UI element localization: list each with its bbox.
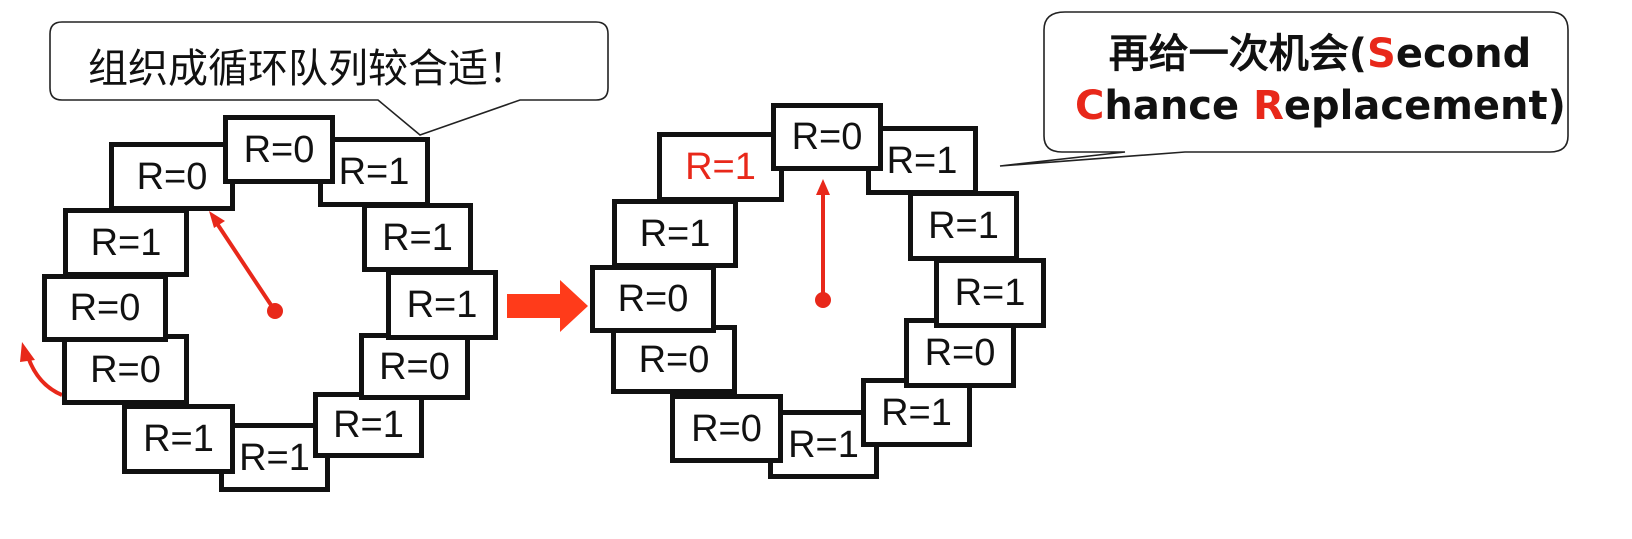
left-frame: R=0 [223, 115, 335, 184]
highlight-letter-r: R [1253, 83, 1284, 129]
right-frame: R=1 [934, 258, 1046, 328]
left-frame: R=1 [318, 137, 430, 207]
right-callout-line-1: 再给一次机会(Second [1075, 28, 1565, 80]
right-frame: R=0 [611, 325, 737, 394]
right-clock-hand-arrowhead [816, 179, 830, 195]
left-clock-hand [214, 220, 277, 313]
right-frame: R=1 [861, 378, 972, 447]
left-callout-text: 组织成循环队列较合适！ [88, 46, 528, 92]
right-frame-reset: R=1 [657, 132, 784, 202]
right-callout-line-2: Chance Replacement) [1075, 80, 1566, 132]
highlight-letter-s: S [1367, 31, 1396, 77]
left-advance-arrowhead [20, 342, 35, 362]
left-advance-arrow [26, 356, 63, 397]
left-callout-bubble [49, 21, 609, 136]
left-frame: R=1 [122, 404, 235, 474]
right-frame: R=0 [590, 265, 716, 333]
right-frame: R=0 [771, 103, 883, 171]
right-frame: R=1 [768, 410, 879, 479]
left-frame: R=1 [362, 203, 473, 272]
left-frame: R=0 [109, 142, 235, 211]
highlight-letter-c: C [1075, 83, 1105, 129]
right-frame: R=1 [908, 191, 1019, 261]
transition-arrow [507, 280, 588, 332]
left-frame: R=1 [219, 423, 330, 492]
right-callout-bubble [999, 11, 1569, 167]
right-frame: R=1 [612, 199, 738, 268]
left-frame: R=0 [359, 333, 470, 400]
callout-word-econd: econd [1395, 31, 1532, 77]
right-frame: R=0 [670, 394, 783, 463]
left-frame: R=1 [386, 270, 498, 340]
right-clock-center [815, 292, 831, 308]
callout-word-hance: hance [1104, 83, 1254, 129]
right-frame: R=1 [866, 126, 978, 195]
left-frame: R=0 [62, 334, 189, 405]
left-frame: R=1 [313, 392, 424, 458]
left-clock-hand-arrowhead [209, 211, 225, 228]
right-callout-text: 再给一次机会(Second Chance Replacement) [1075, 28, 1566, 132]
left-frame: R=0 [42, 274, 168, 342]
left-frame: R=1 [63, 208, 189, 277]
left-clock-center [267, 303, 283, 319]
callout-prefix: 再给一次机会( [1108, 31, 1368, 77]
right-frame: R=0 [904, 318, 1016, 388]
callout-word-eplacement: eplacement) [1283, 83, 1566, 129]
